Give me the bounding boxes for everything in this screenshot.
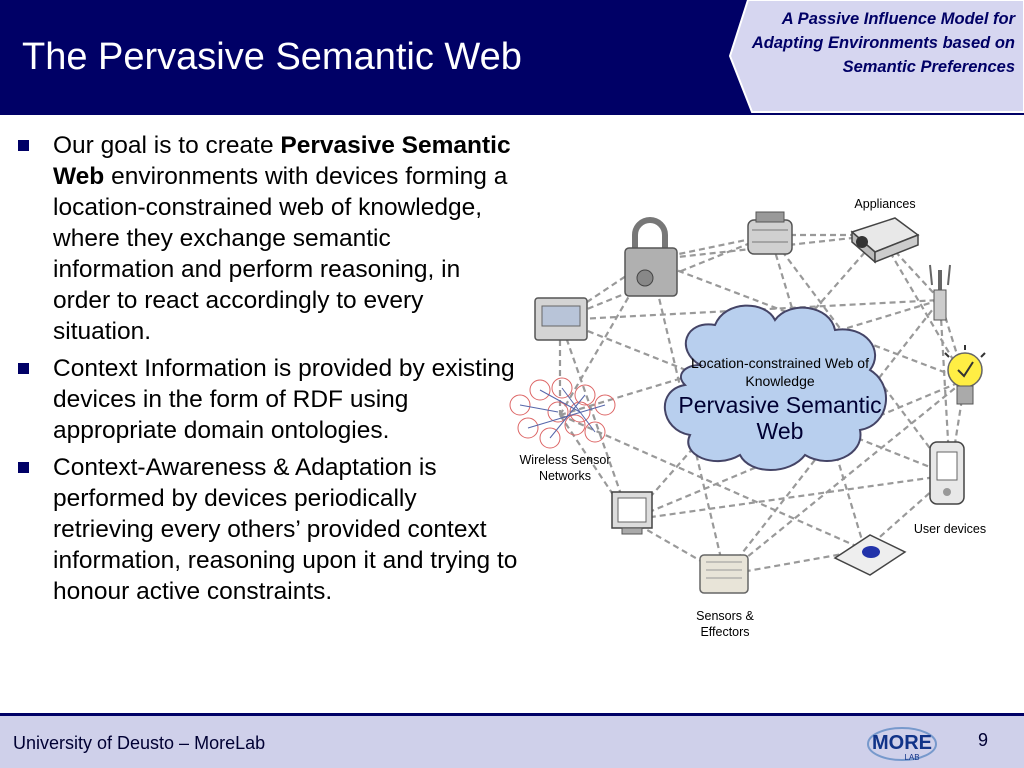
logo-subtext: LAB [904, 753, 919, 762]
weather-sensor-icon [929, 264, 951, 321]
bullet-text: environments with devices forming a loca… [53, 163, 508, 345]
bullet-bold-text: Pervasive Semantic Web [53, 132, 511, 190]
appliances-label: Appliances [854, 197, 916, 211]
bullet-text: Context-Awareness & Adaptation is perfor… [53, 454, 518, 605]
sensor-box-icon [699, 554, 749, 594]
footer-text: University of Deusto – MoreLab [13, 733, 266, 753]
header-bar: The Pervasive Semantic Web A Passive Inf… [0, 0, 1024, 115]
pervasive-web-diagram: Location-constrained Web of Knowledge Pe… [500, 190, 1020, 650]
diagram-canvas [509, 211, 986, 594]
lock-icon [624, 217, 678, 297]
cloud-title: Pervasive Semantic Web [678, 392, 882, 444]
bullet-text: Context Information is provided by exist… [53, 355, 515, 444]
bullet-item: Context Information is provided by exist… [18, 353, 518, 446]
footer-bar: University of Deusto – MoreLab MORE LAB … [0, 716, 1024, 768]
morelab-logo-icon: MORE LAB [867, 727, 937, 762]
module-device-icon [534, 297, 588, 341]
cloud-caption: Location-constrained Web of Knowledge [691, 355, 869, 389]
slide-title: The Pervasive Semantic Web [22, 36, 522, 78]
bullet-square-icon [18, 140, 29, 151]
bullet-square-icon [18, 462, 29, 473]
capsule-device-icon [747, 211, 793, 255]
bullet-list: Our goal is to create Pervasive Semantic… [18, 130, 518, 613]
wsn-label: Wireless Sensor Networks [519, 453, 611, 483]
user-devices-label: User devices [913, 522, 987, 536]
logo-text: MORE [872, 732, 932, 754]
subtitle-tab [728, 0, 1024, 113]
projector-icon [850, 217, 920, 264]
lightbulb-icon [944, 345, 986, 405]
pda-icon [929, 441, 965, 505]
page-number: 9 [977, 730, 988, 750]
dome-sensor-icon [833, 534, 907, 576]
bullet-square-icon [18, 363, 29, 374]
monitor-icon [611, 491, 653, 535]
knowledge-cloud [663, 304, 887, 471]
slide-subtitle: A Passive Influence Model for Adapting E… [751, 10, 1015, 76]
footer-rule [0, 713, 1024, 716]
bullet-item: Context-Awareness & Adaptation is perfor… [18, 452, 518, 607]
sensors-label: Sensors & Effectors [696, 609, 754, 639]
bullet-text: Our goal is to create [53, 132, 281, 159]
wireless-sensor-network-icon [509, 377, 616, 449]
bullet-item: Our goal is to create Pervasive Semantic… [18, 130, 518, 347]
